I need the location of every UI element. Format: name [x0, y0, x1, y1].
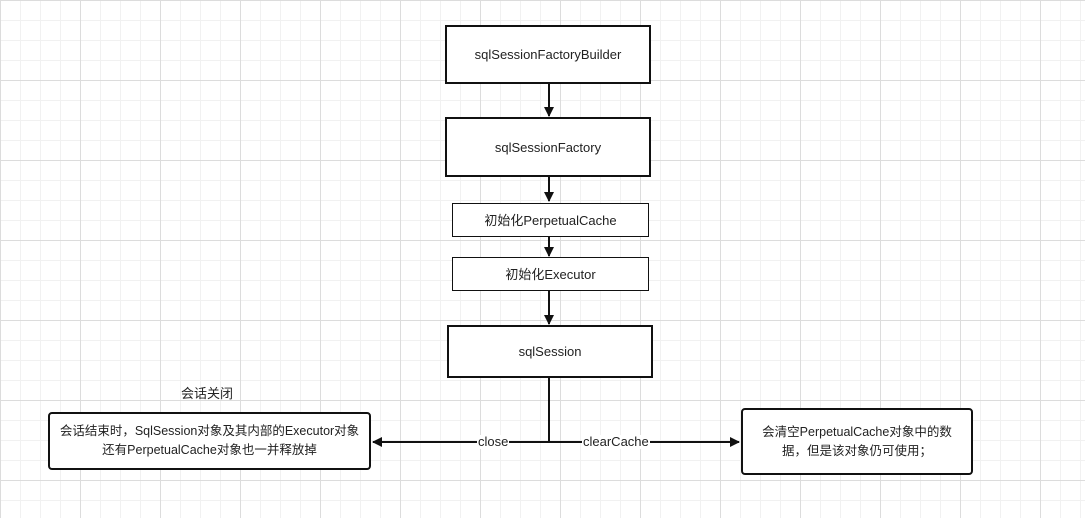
edge-label-close: close: [477, 434, 510, 449]
note-line-1: 会话结束时，SqlSession对象及其内部的Executor对象: [59, 424, 360, 438]
node-session-close-note[interactable]: 会话结束时，SqlSession对象及其内部的Executor对象 还有Perp…: [48, 412, 371, 470]
node-sql-session-factory-builder[interactable]: sqlSessionFactoryBuilder: [445, 25, 651, 84]
note-line-2: 据，但是该对象仍可使用；: [781, 443, 932, 458]
node-label: sqlSession: [518, 344, 582, 359]
node-sql-session-factory[interactable]: sqlSessionFactory: [445, 117, 651, 177]
edge-label-clear-cache: clearCache: [582, 434, 650, 449]
node-init-executor[interactable]: 初始化Executor: [452, 257, 649, 291]
node-label: 初始化Executor: [505, 266, 596, 282]
node-label: sqlSessionFactoryBuilder: [474, 47, 622, 62]
node-label: sqlSessionFactory: [494, 139, 602, 155]
node-label: 初始化PerpetualCache: [484, 212, 617, 228]
note-line-2: 还有PerpetualCache对象也一并释放掉: [102, 443, 317, 457]
note-line-1: 会清空PerpetualCache对象中的数: [762, 424, 952, 439]
close-section-heading: 会话关闭: [181, 386, 234, 401]
node-clear-cache-note[interactable]: 会清空PerpetualCache对象中的数 据，但是该对象仍可使用；: [741, 408, 973, 475]
node-sql-session[interactable]: sqlSession: [447, 325, 653, 378]
node-init-perpetual-cache[interactable]: 初始化PerpetualCache: [452, 203, 649, 237]
